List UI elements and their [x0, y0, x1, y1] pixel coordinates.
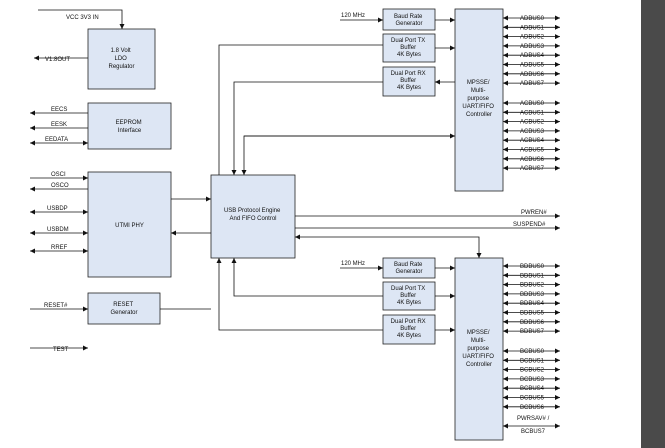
pin-label: ADBUS5: [520, 63, 545, 69]
suspend-label: SUSPEND#: [513, 222, 546, 228]
pin-label: BCBUS1: [520, 358, 545, 364]
reset-generator-label: RESET Generator: [110, 302, 137, 316]
mpsse-controller-a-label: MPSSE/ Multi- purpose UART/FIFO Controll…: [462, 80, 495, 118]
mpsse-controller-b-block: [454, 257, 504, 441]
svg-text:RESET#: RESET#: [44, 303, 68, 309]
pwren-label: PWREN#: [521, 210, 547, 216]
pin-label: BCBUS2: [520, 368, 545, 374]
v1-8out-label: V1.8OUT: [45, 57, 70, 63]
clock-b-label: 120 MHz: [341, 261, 365, 267]
eeprom-interface-block: [87, 102, 172, 150]
pin-label: ADBUS1: [520, 25, 545, 31]
pin-label: ACBUS1: [520, 110, 545, 116]
test-pin: TEST: [30, 345, 88, 353]
rx-buffer-a-label: Dual Port RX Buffer 4K Bytes: [391, 71, 428, 91]
svg-text:USBDP: USBDP: [47, 206, 68, 212]
engine-to-eeprom-wire: [218, 44, 383, 175]
reset-pin: RESET#: [30, 303, 88, 312]
pin-label: ADBUS6: [520, 72, 545, 78]
pin-label: BDBUS3: [520, 292, 545, 298]
svg-text:EESK: EESK: [51, 122, 67, 128]
pin-label: ACBUS5: [520, 148, 545, 154]
baud-rate-generator-b-block: [382, 257, 436, 279]
tx-buffer-a-label: Dual Port TX Buffer 4K Bytes: [391, 38, 427, 58]
svg-text:USBDM: USBDM: [47, 227, 69, 233]
rx-buffer-b-block: [382, 314, 436, 345]
svg-text:OSCO: OSCO: [51, 183, 69, 189]
pwrsav-bcbus7-pin: PWRSAV# / BCBUS7: [503, 416, 560, 435]
ldo-regulator-block: [87, 28, 156, 90]
rref-pin: RREF: [30, 245, 88, 254]
svg-text:EEDATA: EEDATA: [45, 137, 68, 143]
svg-text:EECS: EECS: [51, 107, 67, 113]
baud-rate-generator-a-label: Baud Rate Generator: [394, 14, 424, 27]
tx-buffer-b-block: [382, 281, 436, 311]
svg-text:BCBUS7: BCBUS7: [521, 429, 546, 435]
bcbus-pins: BCBUS0BCBUS1BCBUS2BCBUS3BCBUS4BCBUS5BCBU…: [503, 348, 560, 411]
svg-text:OSCI: OSCI: [51, 172, 66, 178]
clock-a-label: 120 MHz: [341, 13, 365, 19]
adbus-pins: ADBUS0ADBUS1ADBUS2ADBUS3ADBUS4ADBUS5ADBU…: [503, 15, 560, 87]
svg-text:PWRSAV# /: PWRSAV# /: [517, 416, 550, 422]
pin-label: ADBUS7: [520, 81, 545, 87]
pin-label: ADBUS3: [520, 44, 545, 50]
engine-to-tx-b-wire: [231, 258, 383, 297]
pin-label: ACBUS7: [520, 166, 545, 172]
baud-rate-generator-a-block: [382, 8, 436, 31]
pin-label: BDBUS1: [520, 273, 545, 279]
rx-b-to-engine-wire: [216, 258, 383, 331]
pin-label: ADBUS0: [520, 16, 545, 22]
pin-label: BCBUS5: [520, 396, 545, 402]
svg-text:TEST: TEST: [53, 347, 69, 353]
svg-text:RREF: RREF: [51, 245, 68, 251]
engine-to-mpsse-b-wire: [295, 234, 482, 258]
pin-label: ACBUS0: [520, 101, 545, 107]
oscillator-pins: OSCI OSCO: [30, 172, 88, 192]
acbus-pins: ACBUS0ACBUS1ACBUS2ACBUS3ACBUS4ACBUS5ACBU…: [503, 100, 560, 172]
pin-label: BCBUS3: [520, 377, 545, 383]
usb-data-pins: USBDP USBDM: [30, 206, 88, 236]
pin-label: BDBUS6: [520, 320, 545, 326]
pin-label: ADBUS4: [520, 53, 545, 59]
pin-label: ACBUS2: [520, 120, 545, 126]
pin-label: ACBUS4: [520, 138, 545, 144]
ldo-regulator-label: 1.8 Volt LDO Regulator: [108, 48, 134, 70]
usb-protocol-engine-label: USB Protocol Engine And FIFO Control: [224, 208, 282, 222]
usb-protocol-engine-block: [210, 174, 296, 259]
pin-label: BDBUS5: [520, 311, 545, 317]
vcc-supply-wire: [38, 9, 125, 29]
pin-label: BCBUS4: [520, 386, 545, 392]
pin-label: BCBUS6: [520, 405, 545, 411]
rx-buffer-a-block: [382, 66, 436, 97]
baud-rate-generator-b-label: Baud Rate Generator: [394, 262, 424, 275]
eeprom-pins: EECS EESK EEDATA: [30, 107, 88, 146]
pin-label: ADBUS2: [520, 35, 545, 41]
bdbus-pins: BDBUS0BDBUS1BDBUS2BDBUS3BDBUS4BDBUS5BDBU…: [503, 263, 560, 335]
rx-buffer-b-label: Dual Port RX Buffer 4K Bytes: [391, 319, 428, 339]
vcc-3v3-in-label: VCC 3V3 IN: [66, 15, 99, 21]
utmi-phy-label: UTMI PHY: [115, 223, 144, 229]
tx-buffer-a-block: [382, 33, 436, 63]
mpsse-controller-a-block: [454, 8, 504, 192]
pin-label: BDBUS0: [520, 264, 545, 270]
mpsse-controller-b-label: MPSSE/ Multi- purpose UART/FIFO Controll…: [462, 330, 495, 368]
pin-label: BDBUS7: [520, 329, 545, 335]
pin-label: BDBUS2: [520, 283, 545, 289]
tx-buffer-b-label: Dual Port TX Buffer 4K Bytes: [391, 286, 427, 306]
eeprom-interface-label: EEPROM Interface: [116, 120, 144, 134]
mpsse-a-to-engine-wire: [241, 135, 455, 175]
pin-label: ACBUS3: [520, 129, 545, 135]
utmi-phy-block: [87, 171, 172, 278]
reset-generator-block: [87, 292, 161, 325]
rx-a-to-engine-wire: [231, 81, 383, 175]
pin-label: BDBUS4: [520, 301, 545, 307]
right-edge-strip: [641, 0, 665, 448]
pin-label: BCBUS0: [520, 349, 545, 355]
pin-label: ACBUS6: [520, 157, 545, 163]
